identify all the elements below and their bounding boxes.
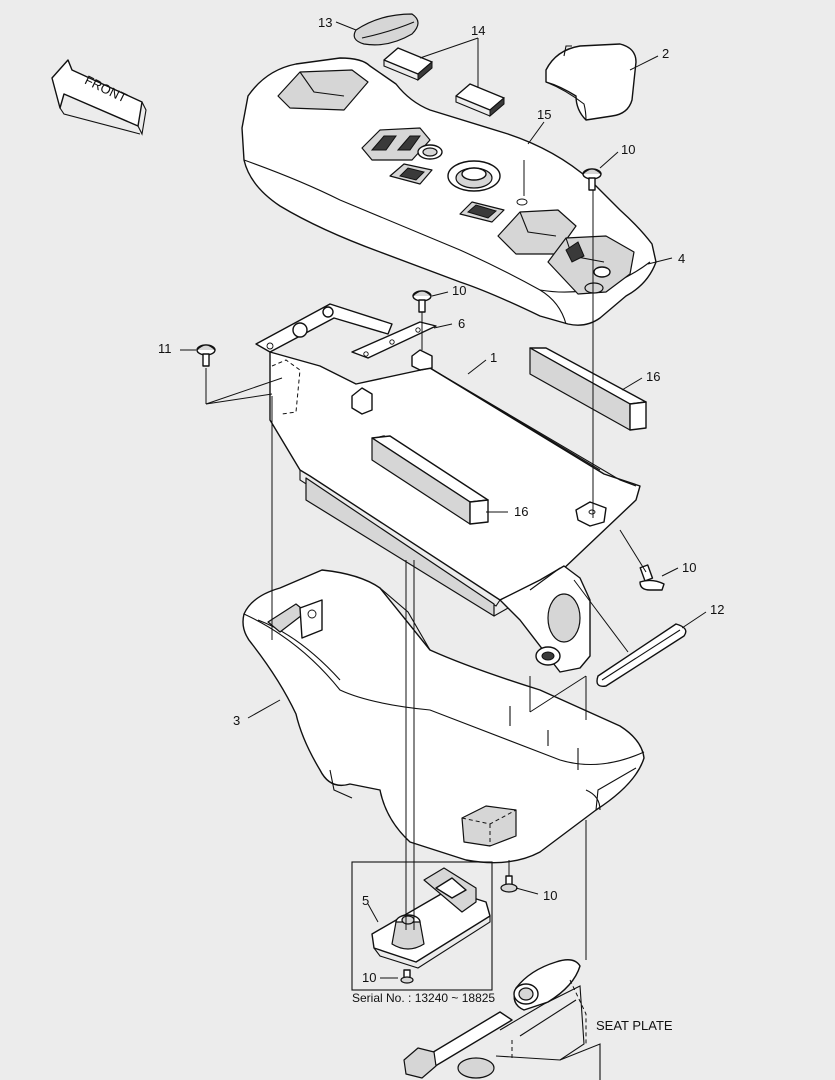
part-6-plate: [351, 321, 437, 359]
callout-10-d: 10: [543, 888, 557, 903]
callout-13: 13: [318, 15, 332, 30]
screw-10-top: [582, 168, 602, 191]
part-14-plug-a: [383, 47, 433, 82]
part-12-strip: [596, 623, 687, 687]
callout-2: 2: [662, 46, 669, 61]
callout-15: 15: [537, 107, 551, 122]
serial-label: Serial No. : 13240 ~ 18825: [352, 991, 495, 1005]
callout-11: 11: [158, 341, 172, 356]
callout-1: 1: [490, 350, 497, 365]
callout-16-right: 16: [646, 369, 660, 384]
callout-10-top: 10: [621, 142, 635, 157]
callout-10-b: 10: [452, 283, 466, 298]
part-13-cap: [353, 13, 419, 46]
part-2-lid: [545, 43, 637, 121]
callout-12: 12: [710, 602, 724, 617]
seat-plate: [403, 959, 601, 1080]
screw-10-mid: [412, 290, 432, 313]
part-14-plug-b: [455, 83, 505, 118]
callout-10-e: 10: [362, 970, 376, 985]
part-4-console-cover: [241, 57, 657, 326]
callout-5: 5: [362, 893, 369, 908]
callout-6: 6: [458, 316, 465, 331]
seat-plate-label: SEAT PLATE: [596, 1018, 673, 1033]
screw-10-right: [639, 564, 665, 591]
callout-4: 4: [678, 251, 685, 266]
assembly-lines: [205, 160, 647, 960]
front-arrow: FRONT: [51, 59, 147, 136]
callout-3: 3: [233, 713, 240, 728]
part-16-pad-right: [529, 347, 647, 431]
callout-numbers: 13 14 2 15 10 4 10 6 11 1 16 16 10 12 3 …: [158, 15, 724, 985]
callout-14: 14: [471, 23, 485, 38]
screw-10-bottom: [500, 875, 518, 893]
callout-16-left: 16: [514, 504, 528, 519]
callout-10-c: 10: [682, 560, 696, 575]
part-16-pad-left: [371, 435, 489, 525]
callout-leaders: [180, 21, 707, 979]
part-3-base: [242, 569, 645, 864]
screw-11: [196, 344, 216, 367]
